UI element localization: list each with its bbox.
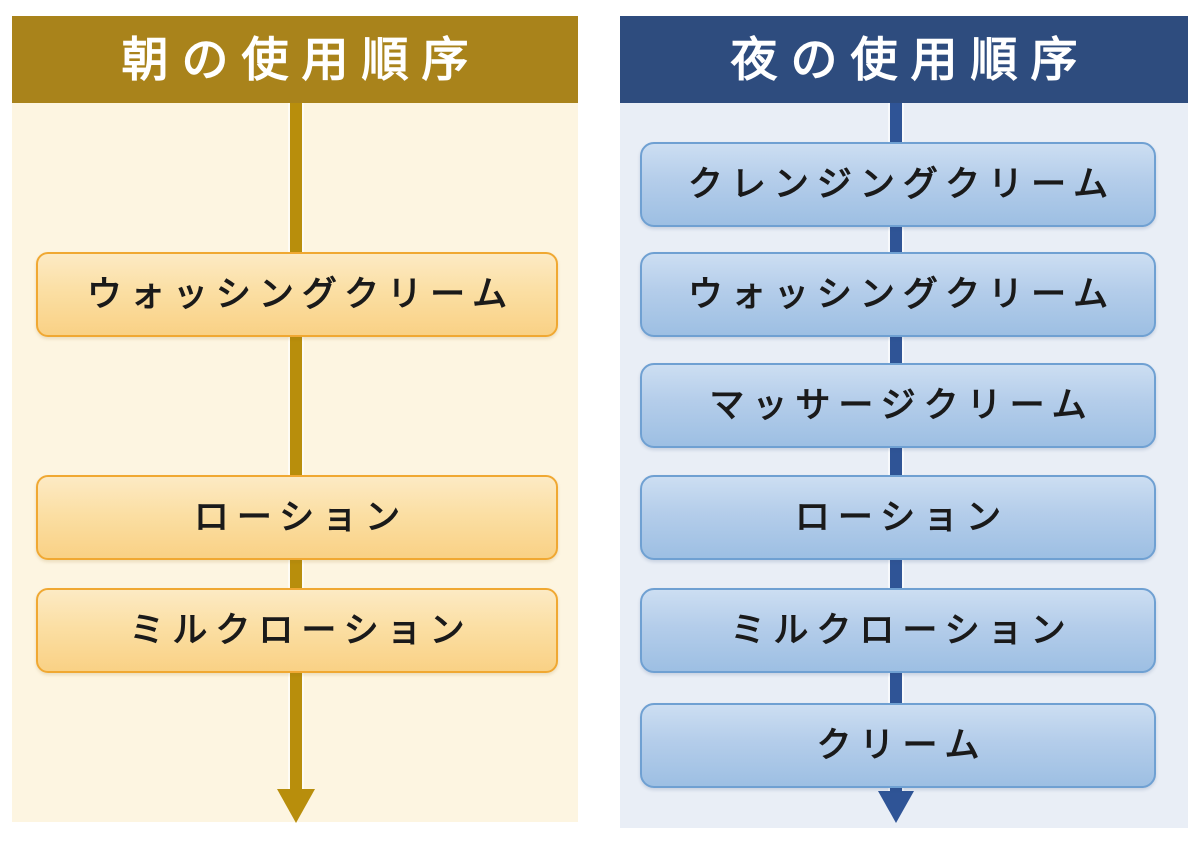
night-step-milk-lotion: ミルクローション <box>640 588 1156 673</box>
step-label: マッサージクリーム <box>709 386 1095 425</box>
step-label: ミルクローション <box>129 611 473 650</box>
morning-step-lotion: ローション <box>36 475 558 560</box>
night-panel: 夜の使用順序 クレンジングクリーム ウォッシングクリーム マッサージクリーム ロ… <box>620 16 1188 828</box>
night-step-cleansing-cream: クレンジングクリーム <box>640 142 1156 227</box>
step-label: ローション <box>193 498 409 537</box>
morning-panel-header: 朝の使用順序 <box>12 16 578 103</box>
night-panel-header: 夜の使用順序 <box>620 16 1188 103</box>
morning-step-washing-cream: ウォッシングクリーム <box>36 252 558 337</box>
step-label: ウォッシングクリーム <box>86 275 516 314</box>
night-step-washing-cream: ウォッシングクリーム <box>640 252 1156 337</box>
step-label: クリーム <box>816 726 988 765</box>
step-label: ローション <box>794 498 1010 537</box>
night-step-massage-cream: マッサージクリーム <box>640 363 1156 448</box>
night-step-cream: クリーム <box>640 703 1156 788</box>
step-label: ミルクローション <box>730 611 1074 650</box>
night-step-lotion: ローション <box>640 475 1156 560</box>
morning-flow-line <box>290 103 302 791</box>
step-label: クレンジングクリーム <box>687 165 1117 204</box>
night-down-arrow-icon <box>878 791 914 823</box>
step-label: ウォッシングクリーム <box>687 275 1117 314</box>
morning-down-arrow-icon <box>277 789 315 823</box>
morning-panel: 朝の使用順序 ウォッシングクリーム ローション ミルクローション <box>12 16 578 823</box>
morning-panel-title: 朝の使用順序 <box>121 33 482 86</box>
night-panel-title: 夜の使用順序 <box>730 33 1091 86</box>
morning-step-milk-lotion: ミルクローション <box>36 588 558 673</box>
